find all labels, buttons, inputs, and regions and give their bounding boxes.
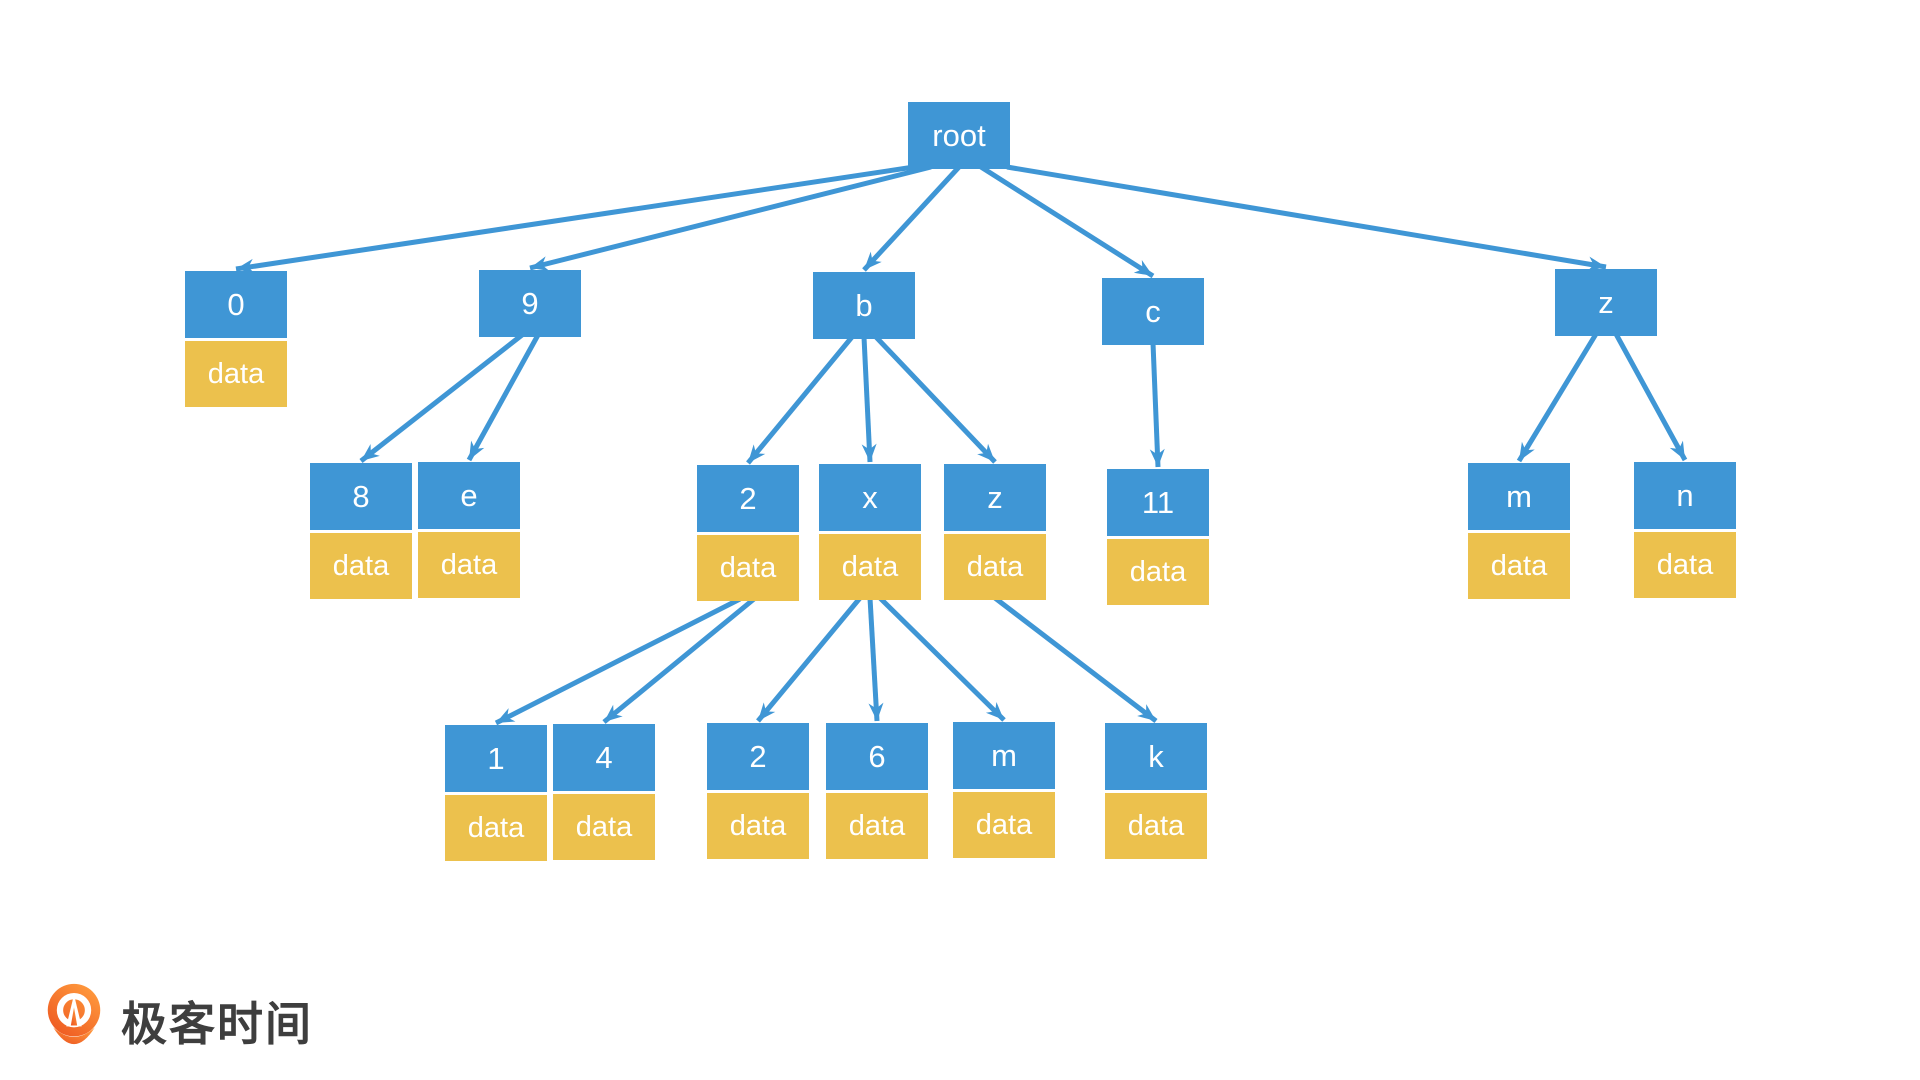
edge-x-to-6	[867, 597, 884, 722]
node-data-label: data	[1468, 533, 1570, 599]
node-key-label: 2	[707, 723, 809, 790]
node-key-label: b	[813, 272, 915, 339]
node-key-label: 4	[553, 724, 655, 791]
node-key-label: c	[1102, 278, 1204, 345]
node-data-label: data	[1107, 539, 1209, 605]
edge-root-to-9	[529, 164, 932, 271]
edge-2-to-1	[494, 596, 742, 726]
node-data-label: data	[953, 792, 1055, 858]
edge-c-to-11	[1149, 342, 1165, 468]
edge-root-to-c	[979, 164, 1155, 279]
node-key-label: m	[1468, 463, 1570, 530]
node-data-label: data	[1105, 793, 1207, 859]
node-key-label: root	[908, 102, 1010, 169]
edge-9-to-8	[359, 333, 524, 463]
tree-node-9: 9	[479, 270, 581, 337]
node-key-label: 8	[310, 463, 412, 530]
node-data-label: data	[185, 341, 287, 407]
node-data-label: data	[707, 793, 809, 859]
edge-x-to-m	[878, 596, 1006, 722]
edge-root-to-z	[1006, 164, 1607, 272]
node-key-label: n	[1634, 462, 1736, 529]
edge-z-to-m	[1516, 332, 1599, 463]
tree-node-c: c	[1102, 278, 1204, 345]
edge-x-to-2	[756, 596, 862, 723]
node-data-label: data	[1634, 532, 1736, 598]
node-data-label: data	[553, 794, 655, 860]
geektime-logo: 极客时间	[45, 983, 313, 1059]
edge-b-to-2	[746, 335, 854, 465]
node-key-label: 9	[479, 270, 581, 337]
node-key-label: m	[953, 722, 1055, 789]
edge-root-to-b	[862, 165, 961, 272]
geektime-logo-text: 极客时间	[121, 998, 313, 1050]
node-data-label: data	[445, 795, 547, 861]
edge-z-to-k	[993, 596, 1158, 723]
tree-node-root: root	[908, 102, 1010, 169]
node-data-label: data	[418, 532, 520, 598]
tree-node-z: z	[1555, 269, 1657, 336]
node-key-label: 2	[697, 465, 799, 532]
node-key-label: z	[944, 464, 1046, 531]
node-key-label: x	[819, 464, 921, 531]
node-data-label: data	[826, 793, 928, 859]
edge-root-to-0	[235, 164, 915, 274]
node-key-label: e	[418, 462, 520, 529]
edge-9-to-e	[466, 333, 541, 462]
geektime-logo-icon	[47, 983, 101, 1045]
node-key-label: 6	[826, 723, 928, 790]
node-key-label: 1	[445, 725, 547, 792]
node-data-label: data	[819, 534, 921, 600]
edge-2-to-4	[602, 597, 756, 724]
node-key-label: 0	[185, 271, 287, 338]
edge-z-to-n	[1613, 332, 1688, 462]
node-key-label: k	[1105, 723, 1207, 790]
node-data-label: data	[310, 533, 412, 599]
edge-b-to-x	[861, 336, 877, 463]
node-key-label: 11	[1107, 469, 1209, 536]
node-data-label: data	[697, 535, 799, 601]
tree-node-b: b	[813, 272, 915, 339]
node-key-label: z	[1555, 269, 1657, 336]
edge-b-to-z	[874, 335, 997, 464]
node-data-label: data	[944, 534, 1046, 600]
